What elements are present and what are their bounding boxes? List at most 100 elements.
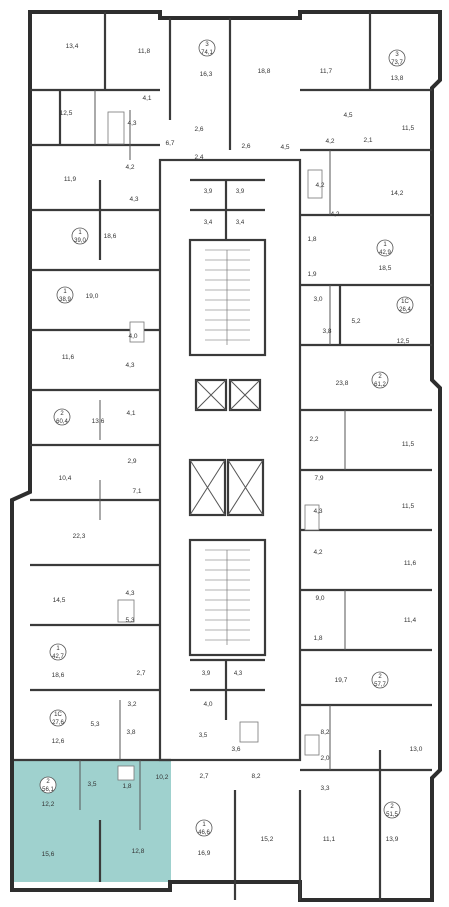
room-label: 9,0 (315, 595, 324, 602)
room-label: 12,2 (42, 801, 55, 808)
room-label: 4,2 (330, 211, 339, 218)
room-label: 18,6 (104, 233, 117, 240)
unit-rooms: 1 (63, 289, 67, 295)
unit-rooms: 1С (54, 712, 62, 718)
room-label: 6,7 (165, 140, 174, 147)
unit-area: 26,4 (399, 307, 411, 313)
room-label: 4,3 (125, 362, 134, 369)
unit-area: 57,7 (374, 682, 386, 688)
unit-area: 39,0 (74, 238, 86, 244)
room-label: 4,3 (129, 196, 138, 203)
unit-area: 51,5 (386, 812, 398, 818)
room-label: 3,8 (126, 729, 135, 736)
room-label: 11,1 (323, 836, 336, 843)
room-label: 4,2 (313, 549, 322, 556)
room-label: 13,4 (66, 43, 79, 50)
room-label: 12,6 (52, 738, 65, 745)
unit-area: 42,7 (52, 654, 64, 660)
room-label: 3,2 (127, 701, 136, 708)
room-label: 2,7 (136, 670, 145, 677)
unit-rooms: 2 (60, 411, 64, 417)
room-label: 5,3 (125, 617, 134, 624)
room-label: 11,7 (320, 68, 333, 75)
room-label: 7,1 (132, 488, 141, 495)
room-label: 8,2 (251, 773, 260, 780)
unit-rooms: 2 (378, 374, 382, 380)
room-label: 10,4 (59, 475, 72, 482)
unit-rooms: 3 (205, 42, 209, 48)
room-label: 4,1 (142, 95, 151, 102)
room-label: 16,3 (200, 71, 213, 78)
room-label: 11,5 (402, 441, 415, 448)
room-label: 13,8 (391, 75, 404, 82)
room-label: 2,9 (127, 458, 136, 465)
room-label: 8,2 (320, 729, 329, 736)
room-label: 3,3 (320, 785, 329, 792)
room-label: 4,2 (325, 138, 334, 145)
unit-area: 61,2 (374, 382, 386, 388)
unit-area: 74,1 (201, 50, 213, 56)
room-label: 3,5 (87, 781, 96, 788)
room-label: 13,0 (410, 746, 423, 753)
room-label: 2,4 (194, 154, 203, 161)
room-label: 12,8 (132, 848, 145, 855)
room-label: 3,5 (199, 733, 208, 739)
room-label: 11,5 (402, 503, 415, 510)
room-label: 11,8 (138, 48, 151, 55)
room-label: 4,3 (127, 120, 136, 127)
room-label: 1,8 (313, 635, 322, 642)
unit-rooms: 2 (378, 674, 382, 680)
room-label: 2,6 (194, 126, 203, 133)
room-label: 3,9 (204, 189, 213, 195)
room-label: 23,8 (336, 380, 349, 387)
room-label: 18,8 (258, 68, 271, 75)
room-label: 13,6 (92, 418, 105, 425)
room-label: 4,2 (315, 182, 324, 189)
unit-rooms: 2 (390, 804, 394, 810)
room-label: 2,6 (241, 143, 250, 150)
room-label: 2,2 (309, 436, 318, 443)
room-label: 1,9 (307, 271, 316, 278)
room-label: 18,6 (52, 672, 65, 679)
room-label: 14,5 (53, 597, 66, 604)
unit-rooms: 1 (383, 242, 387, 248)
room-label: 3,8 (322, 328, 331, 335)
unit-area: 60,4 (56, 419, 68, 425)
room-label: 3,4 (204, 220, 213, 226)
unit-area: 27,6 (52, 720, 64, 726)
unit-rooms: 1 (202, 822, 206, 828)
unit-area: 42,9 (379, 250, 391, 256)
room-label: 4,3 (125, 590, 134, 597)
room-label: 11,5 (402, 125, 415, 132)
room-label: 22,3 (73, 533, 86, 540)
room-label: 3,9 (202, 671, 211, 677)
room-label: 7,9 (314, 475, 323, 482)
unit-rooms: 2 (46, 779, 50, 785)
room-label: 13,9 (386, 836, 399, 843)
room-label: 4,1 (126, 410, 135, 417)
room-label: 11,4 (404, 617, 417, 624)
unit-area: 56,1 (42, 787, 54, 793)
room-label: 16,9 (198, 850, 211, 857)
room-label: 2,1 (363, 137, 372, 144)
unit-rooms: 1С (401, 299, 409, 305)
room-label: 4,0 (203, 701, 212, 708)
room-label: 3,9 (236, 189, 245, 195)
room-label: 5,3 (90, 721, 99, 728)
room-label: 4,3 (234, 671, 243, 677)
unit-area: 73,7 (391, 60, 403, 66)
room-label: 12,5 (60, 110, 73, 117)
room-label: 15,6 (42, 851, 55, 858)
unit-rooms: 3 (395, 52, 399, 58)
highlighted-apartment[interactable] (14, 760, 171, 882)
room-label: 1,8 (307, 236, 316, 243)
room-label: 3,6 (231, 746, 240, 753)
room-label: 11,9 (64, 176, 77, 183)
room-label: 15,2 (261, 836, 274, 843)
room-label: 11,6 (404, 560, 417, 567)
room-label: 18,5 (379, 265, 392, 272)
room-label: 4,3 (313, 508, 322, 515)
